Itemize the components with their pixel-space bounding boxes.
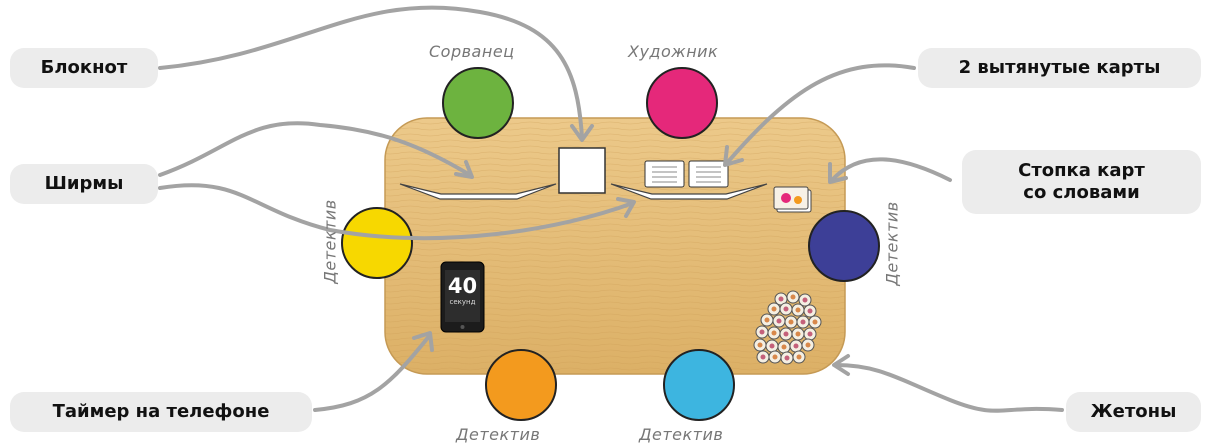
- tokens-pile: [753, 290, 822, 365]
- phone-timer-unit: секунд: [449, 298, 476, 306]
- arrow-card-stack: [830, 157, 952, 182]
- token-mark: [772, 354, 778, 360]
- card-stack: [773, 186, 812, 213]
- token-mark: [807, 331, 813, 337]
- token-mark: [807, 308, 813, 314]
- arrow-tokens: [834, 363, 1064, 413]
- callout-drawn-cards: 2 вытянутые карты: [918, 48, 1201, 88]
- arrow-notebook: [158, 5, 584, 140]
- token-mark: [771, 330, 777, 336]
- callout-card-stack-line2: со словами: [1023, 182, 1140, 203]
- phone-timer: [440, 261, 485, 333]
- token-mark: [795, 307, 801, 313]
- player-circle-magenta: [646, 67, 718, 139]
- role-label-top-left: Сорванец: [429, 42, 515, 61]
- arrow-card-stack-head: [828, 162, 848, 184]
- token-mark: [812, 319, 818, 325]
- role-label-bottom-right: Детектив: [639, 425, 724, 444]
- token-mark: [793, 343, 799, 349]
- role-label-bottom-left: Детектив: [456, 425, 541, 444]
- token-mark: [783, 331, 789, 337]
- token-mark: [776, 318, 782, 324]
- player-circle-yellow: [341, 207, 413, 279]
- player-circle-orange: [485, 349, 557, 421]
- callout-card-stack-line1: Стопка карт: [1018, 159, 1145, 181]
- token-mark: [795, 331, 801, 337]
- token-mark: [805, 342, 811, 348]
- phone-timer-number: 40: [447, 274, 478, 298]
- arrow-screen-right-head: [616, 197, 636, 218]
- token-mark: [783, 306, 789, 312]
- notebook-sheet: [558, 147, 606, 194]
- player-circle-navy: [808, 210, 880, 282]
- token-mark: [796, 354, 802, 360]
- token-mark: [784, 355, 790, 361]
- arrow-drawn-cards: [725, 63, 916, 165]
- token-mark: [790, 294, 796, 300]
- drawn-card-1: [644, 160, 685, 188]
- role-label-left: Детектив: [320, 199, 340, 284]
- wooden-table: [384, 117, 846, 375]
- token-mark: [759, 329, 765, 335]
- token-mark: [771, 306, 777, 312]
- player-circle-green: [442, 67, 514, 139]
- token-mark: [769, 343, 775, 349]
- callout-tokens: Жетоны: [1066, 392, 1201, 432]
- token-mark: [757, 342, 763, 348]
- token-mark: [788, 319, 794, 325]
- drawn-card-2: [688, 160, 729, 188]
- role-label-top-right: Художник: [628, 42, 719, 61]
- token-mark: [764, 317, 770, 323]
- arrow-timer-head: [412, 331, 434, 352]
- token-mark: [781, 344, 787, 350]
- arrow-screen-right: [158, 183, 635, 241]
- arrow-screen-left-head: [454, 160, 474, 179]
- callout-timer: Таймер на телефоне: [10, 392, 312, 432]
- arrow-screen-left: [158, 121, 472, 177]
- screen-right: [610, 183, 768, 200]
- token-mark: [802, 297, 808, 303]
- callout-card-stack: Стопка карт со словами: [962, 150, 1201, 214]
- token-mark: [778, 296, 784, 302]
- arrow-tokens-head: [832, 354, 850, 376]
- callout-notebook: Блокнот: [10, 48, 158, 88]
- token-mark: [800, 319, 806, 325]
- arrow-notebook-head: [570, 124, 594, 142]
- player-circle-cyan: [663, 349, 735, 421]
- arrow-timer: [313, 333, 432, 412]
- role-label-right: Детектив: [882, 201, 902, 286]
- screen-left: [399, 183, 557, 200]
- token-mark: [760, 354, 766, 360]
- arrow-drawn-cards-head: [723, 145, 744, 167]
- callout-screens: Ширмы: [10, 164, 158, 204]
